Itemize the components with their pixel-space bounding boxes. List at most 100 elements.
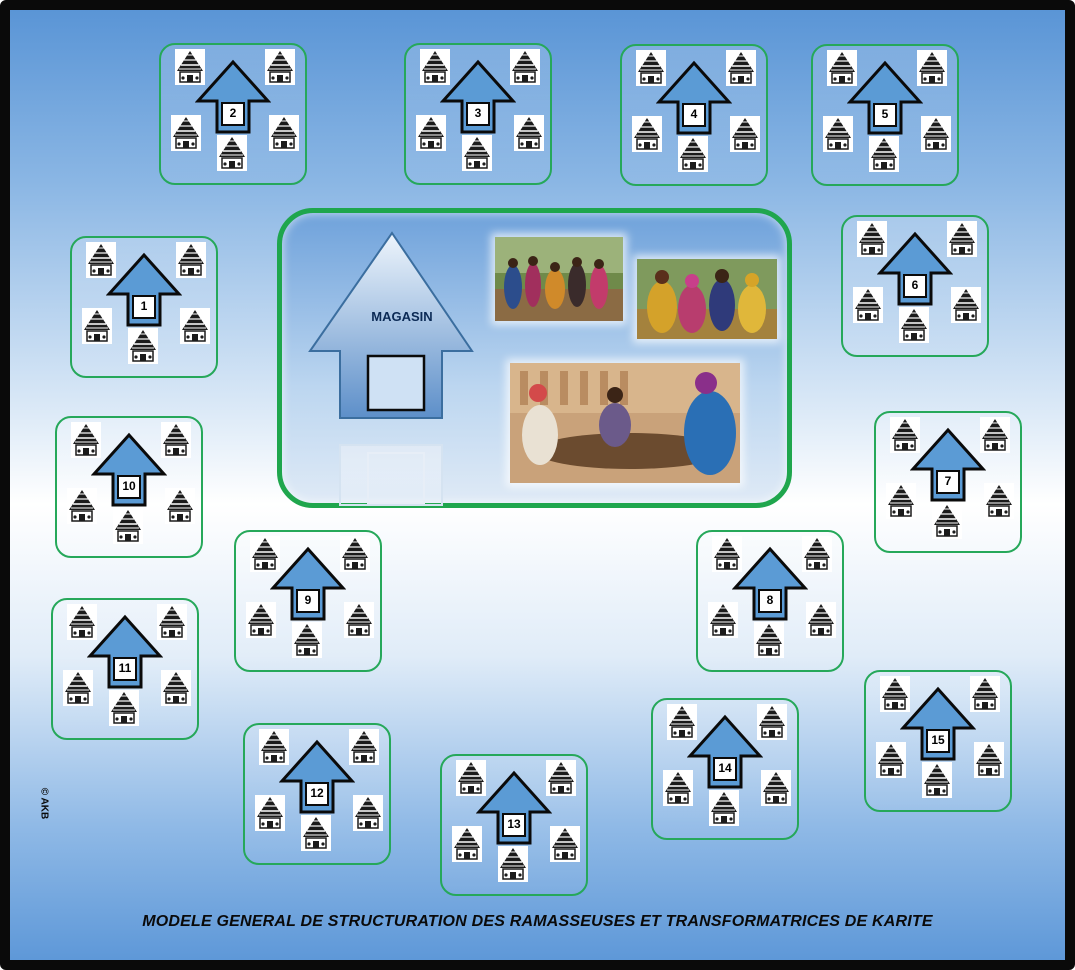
hut-icon [161,422,191,458]
magasin-panel: MAGASIN [277,208,792,508]
up-arrow-icon [909,427,987,503]
village-group: 5 [811,44,959,186]
hut-icon [827,50,857,86]
village-number: 13 [507,817,521,831]
village-number: 5 [881,107,889,121]
village-group: 1 [70,236,218,378]
hut-icon [761,770,791,806]
hut-icon [632,116,662,152]
hut-icon [67,488,97,524]
hut-icon [498,846,528,882]
hut-icon [932,503,962,539]
hut-icon [82,308,112,344]
hut-icon [921,116,951,152]
hut-icon [109,690,139,726]
hut-icon [255,795,285,831]
hut-icon [678,136,708,172]
village-group: 13 [440,754,588,896]
hut-icon [165,488,195,524]
hut-icon [86,242,116,278]
hut-icon [452,826,482,862]
up-arrow-icon [731,546,809,622]
hut-icon [175,49,205,85]
hut-icon [180,308,210,344]
hut-icon [726,50,756,86]
hut-icon [349,729,379,765]
hut-icon [667,704,697,740]
hut-icon [265,49,295,85]
hut-icon [636,50,666,86]
hut-icon [757,704,787,740]
hut-icon [344,602,374,638]
hut-icon [917,50,947,86]
village-number: 2 [229,106,237,120]
hut-icon [890,417,920,453]
village-group: 8 [696,530,844,672]
hut-icon [806,602,836,638]
hut-icon [420,49,450,85]
village-group: 14 [651,698,799,840]
hut-icon [456,760,486,796]
hut-icon [161,670,191,706]
hut-icon [984,483,1014,519]
hut-icon [546,760,576,796]
village-group: 3 [404,43,552,185]
village-number: 14 [718,761,732,775]
village-group: 12 [243,723,391,865]
hut-icon [63,670,93,706]
hut-icon [250,536,280,572]
hut-icon [802,536,832,572]
hut-icon [113,508,143,544]
hut-icon [880,676,910,712]
hut-icon [353,795,383,831]
village-group: 11 [51,598,199,740]
hut-icon [899,307,929,343]
village-group: 4 [620,44,768,186]
hut-icon [71,422,101,458]
warehouse-icon [308,231,474,506]
village-number: 10 [122,479,136,493]
village-number: 1 [140,299,148,313]
village-group: 15 [864,670,1012,812]
hut-icon [869,136,899,172]
village-group: 9 [234,530,382,672]
hut-icon [514,115,544,151]
up-arrow-icon [876,231,954,307]
up-arrow-icon [269,546,347,622]
photo-women-sorting-nuts [510,363,740,483]
up-arrow-icon [846,60,924,136]
hut-icon [754,622,784,658]
village-number: 9 [304,593,312,607]
hut-icon [712,536,742,572]
village-group: 7 [874,411,1022,553]
diagram-title: MODELE GENERAL DE STRUCTURATION DES RAMA… [142,913,933,930]
photo-women-crowd [637,259,777,339]
hut-icon [128,328,158,364]
hut-icon [301,815,331,851]
up-arrow-icon [475,770,553,846]
hut-icon [157,604,187,640]
hut-icon [886,483,916,519]
village-number: 8 [766,593,774,607]
hut-icon [340,536,370,572]
up-arrow-icon [686,714,764,790]
up-arrow-icon [899,686,977,762]
village-number: 6 [911,278,919,292]
hut-icon [970,676,1000,712]
magasin-label: MAGASIN [371,309,433,324]
village-number: 15 [931,733,945,747]
up-arrow-icon [439,59,517,135]
up-arrow-icon [105,252,183,328]
village-group: 2 [159,43,307,185]
hut-icon [730,116,760,152]
hut-icon [709,790,739,826]
up-arrow-icon [278,739,356,815]
hut-icon [510,49,540,85]
hut-icon [67,604,97,640]
up-arrow-icon [90,432,168,508]
hut-icon [947,221,977,257]
village-number: 11 [118,661,132,675]
hut-icon [951,287,981,323]
hut-icon [853,287,883,323]
hut-icon [217,135,247,171]
